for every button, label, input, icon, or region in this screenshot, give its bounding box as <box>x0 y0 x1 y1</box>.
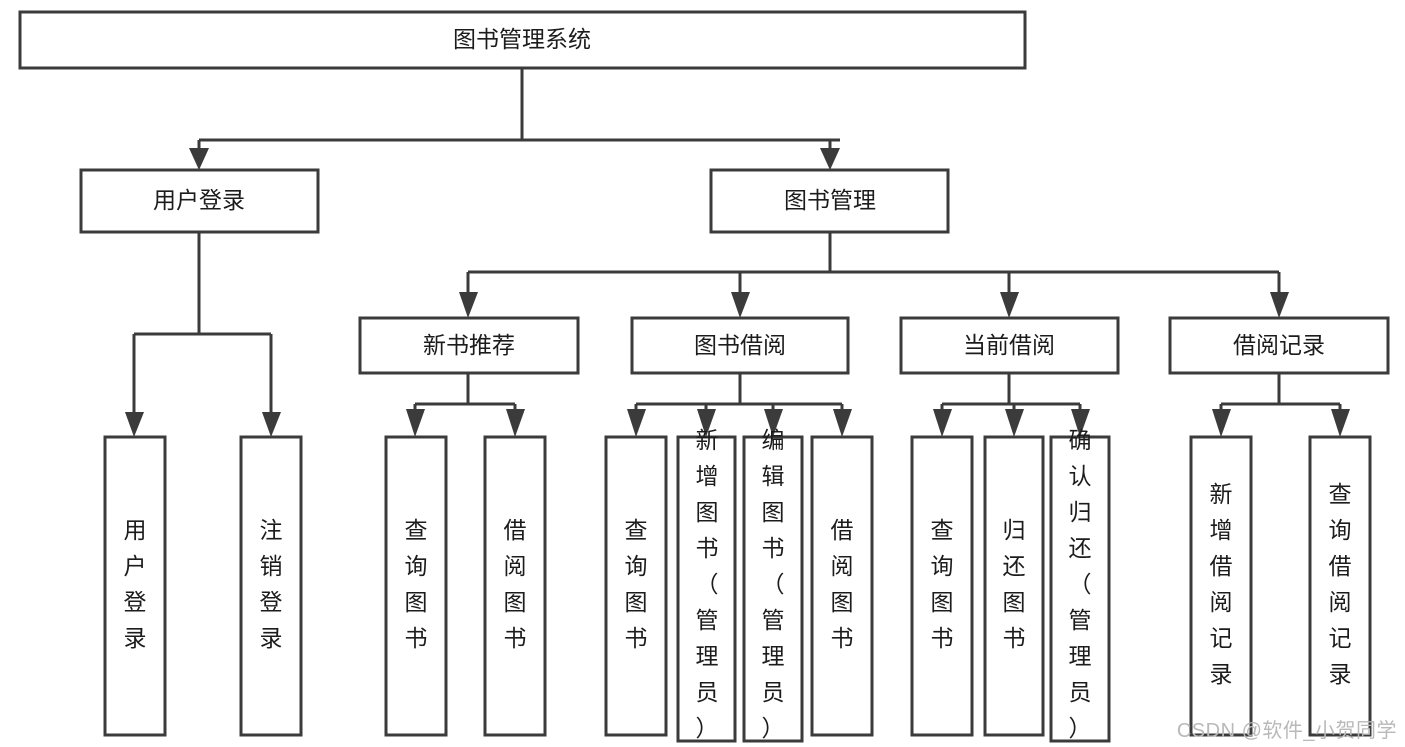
arrowhead-leaf-query-book-2 <box>627 409 646 437</box>
arrowhead-book-borrow <box>731 292 750 318</box>
node-new-book-recommend-label: 新书推荐 <box>423 332 515 358</box>
leaf-user-logout-label: 注销登录 <box>260 517 283 651</box>
leaf-return-book-box <box>983 435 1045 737</box>
node-book-manage-label: 图书管理 <box>784 187 876 213</box>
node-new-book-recommend-box <box>358 316 580 375</box>
leaf-user-logout-box <box>239 435 303 737</box>
arrowhead-new-book-recommend <box>459 292 478 318</box>
node-current-borrow-label: 当前借阅 <box>963 332 1055 358</box>
leaf-node-query-book-3[interactable]: 查询图书 <box>910 435 974 737</box>
leaf-confirm-return-box <box>1049 435 1111 743</box>
node-borrow-record-label: 借阅记录 <box>1233 332 1325 358</box>
node-current-borrow-box <box>899 316 1120 375</box>
node-book-manage-box <box>709 168 950 234</box>
arrowhead-leaf-borrow-book-2 <box>833 409 852 437</box>
leaf-query-borrow-record-label: 查询借阅记录 <box>1329 481 1352 687</box>
leaf-edit-book-label: 编辑图书（管理员） <box>762 427 785 741</box>
connector-layer <box>125 68 1350 437</box>
leaf-query-book-3-label: 查询图书 <box>931 517 954 651</box>
node-book-borrow-label: 图书借阅 <box>694 332 786 358</box>
node-borrow-record-box <box>1168 316 1390 375</box>
leaf-user-login-label: 用户登录 <box>124 517 147 651</box>
node-new-book-recommend[interactable]: 新书推荐 <box>358 316 580 375</box>
arrowhead-leaf-add-borrow-record <box>1212 409 1231 437</box>
leaf-query-book-1-box <box>384 435 448 737</box>
leaf-node-confirm-return[interactable]: 确认归还（管理员） <box>1049 427 1111 743</box>
leaf-node-borrow-book-1[interactable]: 借阅图书 <box>483 435 547 737</box>
leaf-node-borrow-book-2[interactable]: 借阅图书 <box>810 435 874 737</box>
node-root[interactable]: 图书管理系统 <box>18 10 1027 70</box>
leaf-add-book-label: 新增图书（管理员） <box>696 427 719 741</box>
leaf-query-book-2-label: 查询图书 <box>625 517 648 651</box>
leaf-add-borrow-record-label: 新增借阅记录 <box>1210 481 1233 687</box>
leaf-user-login-box <box>103 435 167 737</box>
leaf-query-borrow-record-box <box>1308 435 1372 737</box>
arrowhead-current-borrow <box>1000 292 1019 318</box>
leaf-node-add-book[interactable]: 新增图书（管理员） <box>676 427 737 743</box>
node-book-borrow-box <box>630 316 850 375</box>
leaf-node-add-borrow-record[interactable]: 新增借阅记录 <box>1189 435 1253 737</box>
arrowhead-leaf-borrow-book-1 <box>506 409 525 437</box>
arrowhead-leaf-confirm-return <box>1071 409 1090 437</box>
node-user-login-label: 用户登录 <box>153 187 245 213</box>
leaf-confirm-return-label: 确认归还（管理员） <box>1069 427 1092 741</box>
node-borrow-record[interactable]: 借阅记录 <box>1168 316 1390 375</box>
arrowhead-leaf-add-book <box>697 409 716 437</box>
leaf-borrow-book-2-label: 借阅图书 <box>831 517 854 651</box>
leaf-node-query-book-1[interactable]: 查询图书 <box>384 435 448 737</box>
leaf-query-book-2-box <box>604 435 668 737</box>
leaf-query-book-3-box <box>910 435 974 737</box>
node-current-borrow[interactable]: 当前借阅 <box>899 316 1120 375</box>
arrowhead-leaf-query-borrow-record <box>1331 409 1350 437</box>
node-book-manage[interactable]: 图书管理 <box>709 168 950 234</box>
arrowhead-leaf-user-login <box>125 412 144 437</box>
node-root-label: 图书管理系统 <box>453 26 591 52</box>
leaf-query-book-1-label: 查询图书 <box>405 517 428 651</box>
arrowhead-leaf-user-logout <box>262 412 281 437</box>
node-user-login-box <box>79 168 320 234</box>
leaf-node-return-book[interactable]: 归还图书 <box>983 435 1045 737</box>
leaf-borrow-book-1-label: 借阅图书 <box>504 517 527 651</box>
arrowhead-user-login <box>189 148 209 170</box>
node-user-login[interactable]: 用户登录 <box>79 168 320 234</box>
leaf-add-borrow-record-box <box>1189 435 1253 737</box>
leaf-borrow-book-1-box <box>483 435 547 737</box>
leaf-node-edit-book[interactable]: 编辑图书（管理员） <box>742 427 804 743</box>
leaf-add-book-box <box>676 435 737 743</box>
arrowhead-leaf-query-book-1 <box>406 409 425 437</box>
leaf-node-user-login[interactable]: 用户登录 <box>103 435 167 737</box>
arrowhead-leaf-query-book-3 <box>933 409 952 437</box>
arrowhead-book-manage <box>820 148 840 170</box>
node-book-borrow[interactable]: 图书借阅 <box>630 316 850 375</box>
leaf-return-book-label: 归还图书 <box>1003 517 1026 651</box>
leaf-node-user-logout[interactable]: 注销登录 <box>239 435 303 737</box>
node-root-box <box>18 10 1027 70</box>
arrowhead-borrow-record <box>1270 292 1289 318</box>
leaf-borrow-book-2-box <box>810 435 874 737</box>
leaf-edit-book-box <box>742 435 804 743</box>
leaf-node-query-borrow-record[interactable]: 查询借阅记录 <box>1308 435 1372 737</box>
arrowhead-leaf-edit-book <box>764 409 783 437</box>
leaf-node-query-book-2[interactable]: 查询图书 <box>604 435 668 737</box>
arrowhead-leaf-return-book <box>1005 409 1024 437</box>
